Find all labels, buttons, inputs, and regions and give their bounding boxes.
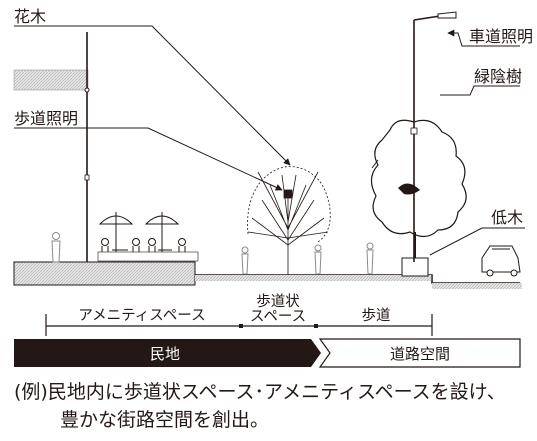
cafe-seating	[97, 212, 199, 262]
caption: (例)民地内に歩道状スペース･アメニティスペースを設け、 豊かな街路空間を創出。	[14, 378, 534, 434]
leader-lines	[14, 25, 525, 256]
dim-amenity-space: アメニティスペース	[78, 308, 205, 324]
pedestrians	[51, 232, 374, 275]
label-sidewalk-light: 歩道照明	[14, 109, 78, 128]
shade-tree	[370, 119, 467, 277]
label-road-light: 車道照明	[469, 27, 533, 46]
label-low-tree: 低木	[491, 208, 523, 227]
ground	[13, 261, 522, 289]
zone-private-land	[14, 339, 321, 367]
caption-line2: 豊かな街路空間を創出。	[60, 409, 270, 431]
sidewalk-light-pole	[84, 32, 90, 262]
dimension-line	[45, 314, 433, 336]
zone-label-private-land: 民地	[150, 345, 180, 363]
label-flower-tree: 花木	[14, 7, 46, 26]
building-facade	[13, 69, 89, 91]
car	[481, 245, 521, 277]
zone-label-road-space: 道路空間	[390, 345, 450, 363]
zone-bar	[14, 338, 521, 368]
dim-sidewalk-space-line1: 歩道状	[256, 293, 300, 310]
dim-sidewalk: 歩道	[362, 307, 391, 324]
flowering-tree	[247, 166, 331, 275]
caption-line1: (例)民地内に歩道状スペース･アメニティスペースを設け、	[14, 381, 506, 403]
dim-sidewalk-space-line2: スペース	[250, 309, 306, 325]
zone-road-space	[318, 338, 521, 368]
road-light-pole	[410, 11, 457, 262]
label-shade-tree: 緑陰樹	[474, 67, 522, 86]
